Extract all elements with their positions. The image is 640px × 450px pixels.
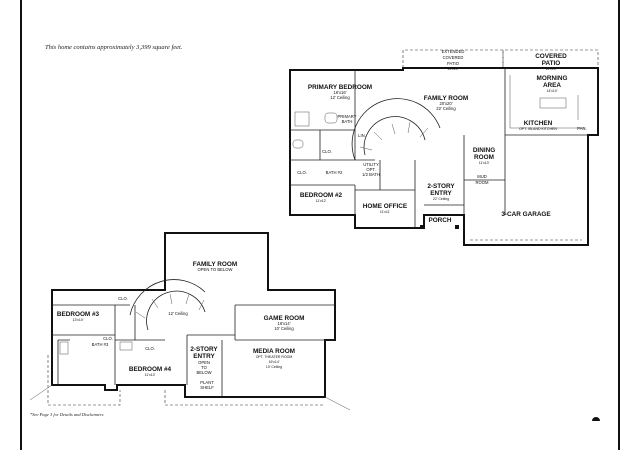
upper-closet-1: CLO.: [118, 296, 128, 301]
bedroom4-dims: 11'x13': [145, 373, 156, 377]
morning-area-dims: 14'x10': [547, 89, 558, 93]
game-room-label: GAME ROOM: [264, 315, 305, 322]
first-floor-interior-walls: [290, 68, 588, 228]
utility-label-3: 1/2 BATH: [362, 172, 380, 177]
entry-ceiling: 22' Ceiling: [433, 197, 449, 201]
plant-shelf-label-2: SHELF: [200, 385, 214, 390]
second-floor-plan: [29, 232, 351, 411]
entry-label: 2-STORY: [427, 183, 455, 190]
bedroom4-label: BEDROOM #4: [129, 366, 172, 373]
morning-area-label-2: AREA: [543, 82, 561, 89]
utility-label: UTILITY: [363, 162, 379, 167]
mud-room-label-2: ROOM: [475, 180, 489, 185]
extended-patio-outline: [402, 49, 504, 68]
primary-closet-label: CLO.: [322, 149, 332, 154]
upper-entry-open: OPEN: [198, 360, 210, 365]
home-office-label: HOME OFFICE: [363, 203, 408, 210]
dining-room-dims: 11'x13': [479, 161, 490, 165]
right-border-line: [618, 0, 620, 450]
roof-line: [47, 355, 325, 406]
media-room-dims: 16'x14': [269, 360, 280, 364]
morning-area-label: MORNING: [537, 75, 568, 82]
first-floor-stair-outer: [351, 98, 441, 161]
kitchen-island: [539, 97, 567, 109]
tub-fixture: [294, 111, 310, 127]
second-floor-exterior-wall: [51, 232, 336, 398]
second-stair-treads: [135, 293, 205, 319]
sink-fixture: [324, 112, 338, 124]
bath3-label: BATH #3: [92, 342, 109, 347]
extended-patio-dims: 25'x10': [448, 67, 459, 71]
bedroom3-label: BEDROOM #3: [57, 311, 100, 318]
first-floor-plan: [289, 49, 599, 246]
media-room-label: MEDIA ROOM: [253, 348, 295, 355]
utility-label-2: OPT.: [366, 167, 375, 172]
family-room-label: FAMILY ROOM: [424, 95, 468, 102]
primary-bath-label-2: BATH: [342, 119, 353, 124]
second-floor-interior-walls: [52, 304, 335, 397]
second-floor-stair-inner: [146, 290, 206, 331]
game-room-dims: 16'x14': [277, 321, 290, 326]
primary-bedroom-dims: 16'x16': [333, 90, 346, 95]
home-office-dims: 11'x11': [380, 210, 391, 214]
upper-closet-3: CLO.: [145, 346, 155, 351]
bath2-label: BATH #2: [326, 170, 343, 175]
bath3-sink: [119, 341, 133, 351]
square-footage-note: This home contains approximately 3,399 s…: [45, 44, 183, 51]
upper-entry-label: 2-STORY: [190, 346, 218, 353]
upper-family-room-note: OPEN TO BELOW: [198, 267, 233, 272]
bedroom2-dims: 11'x12': [316, 199, 327, 203]
dining-room-label-2: ROOM: [474, 154, 494, 161]
plant-shelf-label: PLANT: [200, 380, 214, 385]
upper-family-room-label: FAMILY ROOM: [193, 261, 237, 268]
garage-label: 3-CAR GARAGE: [501, 211, 551, 218]
bedroom3-dims: 13'x10': [73, 318, 84, 322]
family-room-dims: 20'x20': [439, 101, 452, 106]
upper-entry-to: TO: [201, 365, 207, 370]
upper-entry-below: BELOW: [196, 370, 211, 375]
entry-label-2: ENTRY: [430, 190, 452, 197]
game-room-ceiling: 10' Ceiling: [274, 326, 294, 331]
eave-lines: [29, 384, 351, 411]
covered-patio-label-2: PATIO: [542, 60, 561, 67]
pantry-label: PAN.: [577, 126, 586, 131]
bath3-fixture: [59, 341, 69, 355]
covered-patio-dims: 14'x10': [546, 67, 557, 71]
extended-patio-label: EXTENDED: [442, 49, 465, 54]
kitchen-counters: [509, 75, 585, 129]
bedroom2-label: BEDROOM #2: [300, 192, 343, 199]
primary-bedroom-ceiling: 12' Ceiling: [330, 95, 350, 100]
toilet-fixture: [292, 139, 304, 149]
primary-bath-label: PRIMARY: [337, 114, 356, 119]
mud-room-label: MUD: [477, 174, 487, 179]
porch-post-2: [455, 225, 459, 229]
primary-bedroom-label: PRIMARY BEDROOM: [308, 84, 372, 91]
page-corner-marker: [592, 417, 600, 421]
porch-label: PORCH: [428, 217, 451, 224]
media-room-alt: OPT. THEATER ROOM: [256, 355, 293, 359]
porch-post: [420, 225, 424, 229]
second-floor-stair-outer: [129, 279, 206, 316]
bedroom2-closet-label: CLO.: [297, 170, 307, 175]
stair-treads: [359, 121, 429, 151]
linen-label: LIN.: [358, 133, 366, 138]
disclaimer-note: *See Page 3 for Details and Disclaimers: [30, 412, 104, 417]
upper-entry-label-2: ENTRY: [193, 353, 215, 360]
left-border-line: [20, 0, 22, 450]
first-floor-stair-inner: [363, 116, 426, 156]
upper-closet-2: CLO.: [103, 336, 113, 341]
kitchen-label: KITCHEN: [524, 120, 553, 127]
covered-patio-outline: [502, 49, 599, 68]
media-room-ceiling: 10' Ceiling: [266, 365, 282, 369]
covered-patio-label: COVERED: [535, 53, 567, 60]
stair-ceiling-note: 12' Ceiling: [168, 311, 188, 316]
dining-room-label: DINING: [473, 147, 495, 154]
first-floor-exterior-wall: [289, 67, 599, 246]
extended-patio-label-2: COVERED: [443, 55, 464, 60]
kitchen-note: OPT. ISLAND KITCHEN: [519, 127, 557, 131]
extended-patio-label-3: PATIO: [447, 61, 460, 66]
family-room-ceiling: 22' Ceiling: [436, 106, 456, 111]
